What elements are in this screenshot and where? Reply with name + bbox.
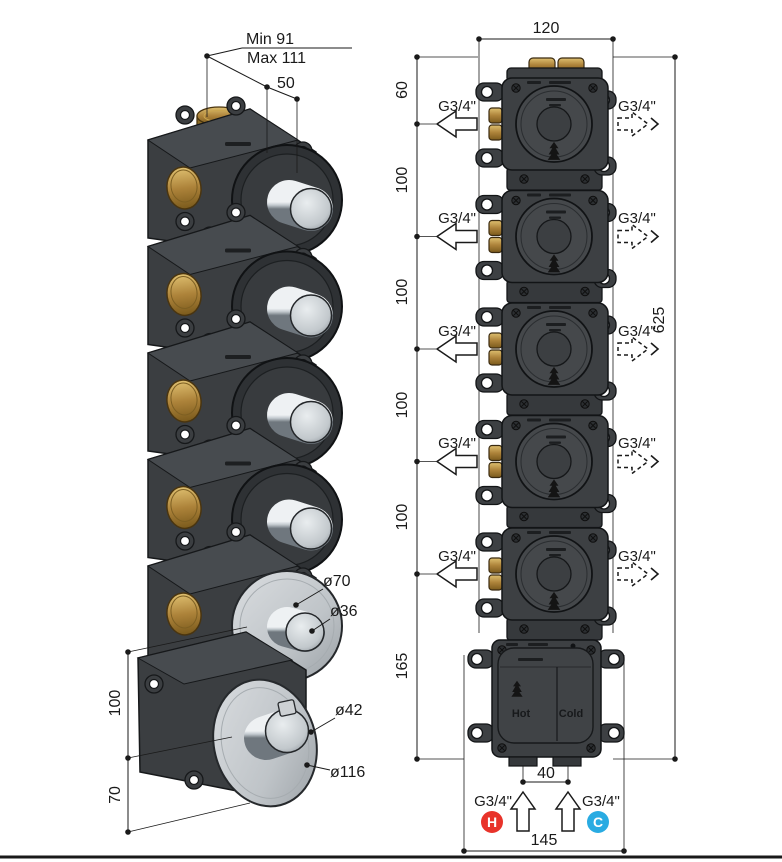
inlet-arrow-2 — [436, 222, 478, 251]
dim-label-total-height: 625 — [651, 307, 668, 334]
isometric-view: Min 91 Max 111 50 ø70 ø36 ø42 ø116 100 7… — [107, 31, 365, 835]
port-thread-label-out-2: G3/4" — [618, 210, 656, 227]
cold-badge-letter: C — [593, 814, 603, 830]
dim-label-max-depth: Max 111 — [247, 50, 306, 67]
hot-chamber-label: Hot — [512, 708, 531, 720]
cold-chamber-label: Cold — [559, 708, 583, 720]
dim-label-top-segment: 60 — [394, 81, 411, 99]
port-thread-label-in-1: G3/4" — [438, 98, 476, 115]
dim-label-sleeve-dia: ø36 — [330, 603, 358, 620]
outlet-ports-right: G3/4" G3/4" G3/4" G3/4" G3/4" — [617, 98, 659, 587]
dim-label-face-offset: 50 — [277, 75, 295, 92]
port-thread-label-out-3: G3/4" — [618, 323, 656, 340]
valve-module-front-2 — [476, 191, 616, 303]
valve-module-front-3 — [476, 303, 616, 415]
dim-label-pitch-2: 100 — [394, 279, 411, 306]
port-thread-label-out-5: G3/4" — [618, 548, 656, 565]
inlet-ports-left: G3/4" G3/4" G3/4" G3/4" G3/4" — [436, 98, 478, 588]
hot-badge-letter: H — [487, 814, 497, 830]
dim-label-inlet-spacing: 40 — [537, 765, 555, 782]
valve-module-front-1 — [476, 78, 616, 190]
port-thread-label-out-1: G3/4" — [618, 98, 656, 115]
inlet-arrow-4 — [436, 447, 478, 476]
outlet-arrow-5 — [617, 561, 659, 587]
thermostat-module-3d — [136, 631, 318, 808]
port-thread-label-in-3: G3/4" — [438, 323, 476, 340]
dim-label-bottom-segment: 165 — [394, 653, 411, 680]
outlet-arrow-3 — [617, 336, 659, 362]
dim-label-pitch-1: 100 — [394, 167, 411, 194]
front-dimensions: 120 60 100 100 100 100 165 625 — [394, 20, 678, 854]
cold-inlet-stub — [552, 756, 582, 767]
dim-label-pitch-4: 100 — [394, 504, 411, 531]
cold-supply-arrow — [555, 791, 581, 832]
hot-inlet-stub — [508, 756, 538, 767]
knob-notch — [277, 699, 297, 717]
hot-badge: H — [481, 811, 503, 833]
supply-annotations: G3/4" G3/4" H C — [474, 791, 620, 833]
dim-label-trim-dia: ø116 — [330, 764, 365, 781]
dim-label-knob-dia: ø42 — [335, 702, 363, 719]
iso-dimensions: Min 91 Max 111 50 ø70 ø36 ø42 ø116 100 7… — [107, 31, 365, 835]
cold-supply-thread-label: G3/4" — [582, 793, 620, 810]
port-thread-label-out-4: G3/4" — [618, 435, 656, 452]
port-thread-label-in-5: G3/4" — [438, 548, 476, 565]
dim-label-pitch-3: 100 — [394, 392, 411, 419]
dim-label-body-height: 100 — [107, 690, 124, 717]
hot-supply-thread-label: G3/4" — [474, 793, 512, 810]
outlet-arrow-4 — [617, 448, 659, 475]
valve-module-front-5 — [476, 528, 616, 640]
valve-module-front-4 — [476, 416, 616, 528]
cold-badge: C — [587, 811, 609, 833]
dim-label-plate-dia: ø70 — [323, 573, 351, 590]
port-thread-label-in-2: G3/4" — [438, 210, 476, 227]
dim-label-bottom-offset: 70 — [107, 786, 124, 804]
dim-label-overall-width: 145 — [531, 832, 558, 849]
outlet-arrow-1 — [617, 111, 659, 137]
dim-label-min-depth: Min 91 — [246, 31, 294, 48]
outlet-arrow-2 — [617, 223, 659, 250]
thermostat-module-front: Hot Cold — [467, 639, 625, 767]
port-thread-label-in-4: G3/4" — [438, 435, 476, 452]
dim-label-width: 120 — [533, 20, 560, 37]
front-view: Hot Cold 120 60 100 100 100 100 — [394, 20, 678, 854]
hot-supply-arrow — [510, 791, 536, 832]
